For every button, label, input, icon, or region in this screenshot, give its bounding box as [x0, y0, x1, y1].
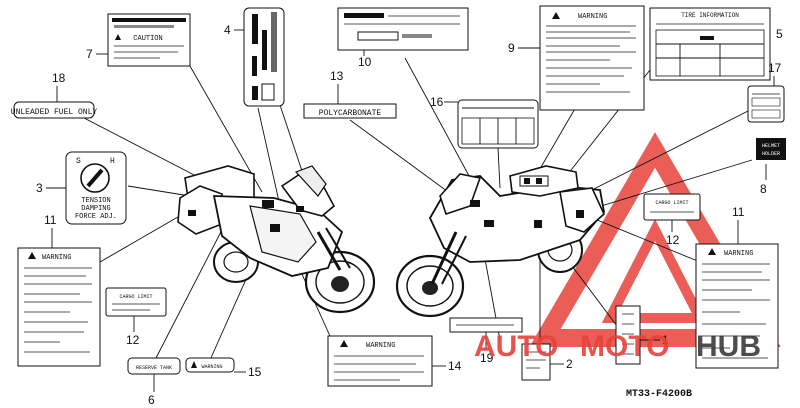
warning-label-9-text: WARNING — [578, 13, 607, 21]
watermark-text: AUTO MOTO HUB — [474, 330, 761, 363]
helmet-holder-label-8 — [756, 138, 786, 160]
callout-8: 8 — [760, 182, 767, 196]
watermark-text-moto: MOTO — [580, 330, 669, 363]
callout-11-right: 11 — [732, 205, 745, 219]
warning-label-11-right-text: WARNING — [724, 250, 753, 258]
callout-5: 5 — [776, 27, 783, 41]
watermark-text-hub: HUB — [696, 330, 761, 363]
motorcycle-left-illustration — [177, 165, 376, 314]
helmet-holder-text-2: HOLDER — [762, 151, 780, 157]
cargo-limit-label-12-right — [643, 193, 701, 221]
callout-9: 9 — [508, 41, 515, 55]
warning-label-15 — [185, 357, 235, 373]
cargo-limit-label-12-left — [105, 287, 167, 317]
cargo-limit-left-text: CARGO LIMIT — [119, 294, 152, 300]
callout-7: 7 — [86, 47, 93, 61]
warning-label-11-left — [17, 247, 101, 367]
tension-text-2: DAMPING — [81, 205, 110, 213]
callout-16: 16 — [430, 95, 444, 109]
warning-label-11-left-text: WARNING — [42, 254, 71, 262]
caution-label-7 — [107, 13, 191, 67]
reserve-tank-text: RESERVE TANK — [136, 365, 172, 371]
polycarbonate-text: POLYCARBONATE — [319, 109, 382, 118]
tension-s-text: S — [76, 157, 81, 166]
caution-label-text: CAUTION — [133, 35, 162, 43]
callout-15: 15 — [248, 365, 262, 379]
callout-17: 17 — [768, 61, 782, 75]
callout-6: 6 — [148, 393, 155, 407]
callout-numbers: 18 7 4 10 13 9 5 17 16 3 8 11 11 12 12 6… — [36, 23, 783, 407]
warning-label-14-text: WARNING — [366, 342, 395, 350]
callout-19: 19 — [480, 351, 494, 365]
callout-14: 14 — [448, 359, 462, 373]
small-label-2 — [521, 343, 551, 381]
warning-label-9 — [539, 5, 645, 111]
watermark-text-auto: AUTO — [474, 330, 558, 363]
tension-text-1: TENSION — [81, 197, 110, 205]
polycarbonate-label-13 — [303, 103, 397, 119]
callout-12-left: 12 — [126, 333, 140, 347]
figure-code: MT33-F4200B — [626, 389, 692, 400]
cargo-limit-right-text: CARGO LIMIT — [655, 200, 688, 206]
callout-3: 3 — [36, 181, 43, 195]
motorcycle-right-illustration — [395, 165, 605, 318]
unleaded-fuel-label-18 — [13, 101, 95, 119]
warning-label-11-right — [695, 243, 779, 369]
callout-4: 4 — [224, 23, 231, 37]
callout-10: 10 — [358, 55, 372, 69]
tension-h-text: H — [110, 157, 115, 166]
callout-18: 18 — [52, 71, 66, 85]
callout-11-left: 11 — [44, 213, 57, 227]
tension-text-3: FORCE ADJ. — [75, 213, 117, 221]
unleaded-fuel-text: UNLEADED FUEL ONLY — [11, 108, 98, 117]
callout-12-right: 12 — [666, 233, 680, 247]
callout-2: 2 — [566, 357, 573, 371]
warning-label-15-text: WARNING — [201, 364, 222, 370]
callout-13: 13 — [330, 69, 344, 83]
helmet-holder-text-1: HELMET — [762, 143, 780, 149]
callout-1: 1 — [662, 333, 669, 347]
tire-information-text: TIRE INFORMATION — [681, 12, 739, 19]
